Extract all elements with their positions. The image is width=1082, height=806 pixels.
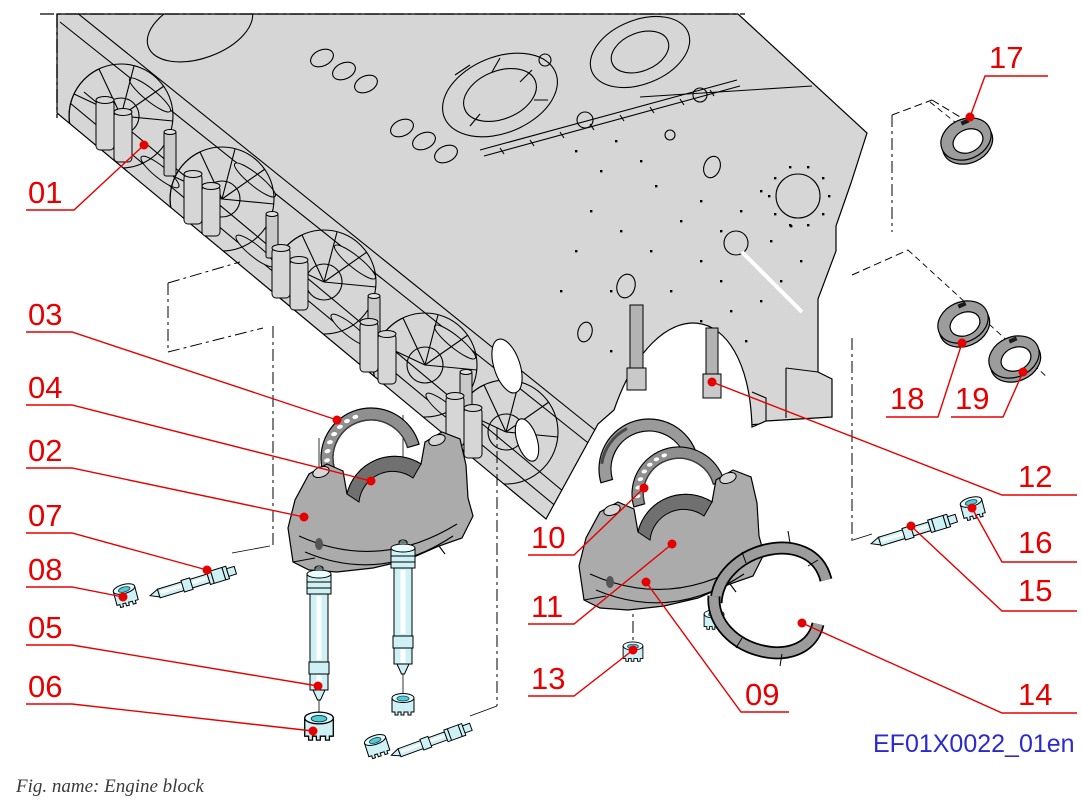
callout-12-label: 12 xyxy=(1018,459,1052,494)
callout-14-leader xyxy=(801,622,1077,714)
callout-16-label: 16 xyxy=(1018,525,1052,560)
callout-02-label: 02 xyxy=(28,433,62,468)
callout-03: 03 xyxy=(26,297,342,425)
callout-02-leader xyxy=(26,467,305,518)
callout-03-dot xyxy=(332,415,342,425)
callout-08-label: 08 xyxy=(28,552,62,587)
callout-11: 11 xyxy=(528,539,677,625)
block-arch-studs xyxy=(626,304,722,399)
callout-01: 01 xyxy=(26,140,149,211)
callout-01-leader xyxy=(26,144,145,211)
figure-caption: Fig. name: Engine block xyxy=(15,776,204,797)
callout-10-dot xyxy=(639,483,649,493)
callout-13: 13 xyxy=(528,645,638,697)
callout-09-leader xyxy=(645,581,789,713)
callout-17-dot xyxy=(965,112,975,122)
callout-11-dot xyxy=(667,539,677,549)
callout-01-dot xyxy=(139,140,149,150)
callout-07-dot xyxy=(202,565,212,575)
callout-05-leader xyxy=(26,644,319,687)
callouts: 01 03 04 02 07 08 05 xyxy=(26,40,1077,736)
callout-08: 08 xyxy=(26,552,128,602)
drawing-code: EF01X0022_01en xyxy=(873,730,1075,758)
callout-02: 02 xyxy=(26,433,309,522)
callout-12: 12 xyxy=(707,377,1077,496)
callout-04: 04 xyxy=(26,370,376,486)
callout-04-leader xyxy=(26,404,372,482)
callout-17-label: 17 xyxy=(989,40,1023,75)
callout-17-leader xyxy=(969,75,1048,118)
callout-11-leader xyxy=(528,543,673,625)
callout-18-dot xyxy=(957,338,967,348)
callout-14-dot xyxy=(797,618,807,628)
callout-16-leader xyxy=(971,507,1077,563)
bushing-ring-right xyxy=(981,327,1048,391)
engine-block-silhouette xyxy=(56,13,868,520)
callout-16: 16 xyxy=(967,503,1077,563)
callout-09: 09 xyxy=(641,577,789,713)
side-bolt-right xyxy=(868,511,959,551)
stud-left-rear xyxy=(390,539,416,675)
bottom-bolt xyxy=(388,720,474,763)
frame-cut-line xyxy=(40,13,745,118)
callout-16-dot xyxy=(967,503,977,513)
callout-05-dot xyxy=(313,681,323,691)
callout-19-leader xyxy=(951,371,1024,418)
callout-14-label: 14 xyxy=(1018,677,1052,712)
callout-07-leader xyxy=(26,532,208,571)
callout-13-label: 13 xyxy=(531,661,565,696)
callout-19-label: 19 xyxy=(955,381,989,416)
callout-07: 07 xyxy=(26,498,212,575)
callout-06-leader xyxy=(26,703,314,732)
callout-18-leader xyxy=(886,342,963,418)
callout-15: 15 xyxy=(906,521,1077,612)
callout-04-label: 04 xyxy=(28,370,62,405)
callout-15-dot xyxy=(906,521,916,531)
callout-01-label: 01 xyxy=(28,175,62,210)
callout-19: 19 xyxy=(951,367,1028,418)
callout-17: 17 xyxy=(965,40,1048,122)
callout-10: 10 xyxy=(528,483,649,556)
thrust-washer-halves xyxy=(707,530,833,667)
callout-04-dot xyxy=(366,476,376,486)
callout-12-leader xyxy=(711,381,1077,496)
callout-18: 18 xyxy=(886,338,967,418)
callout-05: 05 xyxy=(26,610,323,691)
callout-09-dot xyxy=(641,577,651,587)
callout-03-leader xyxy=(26,331,338,421)
side-bolt-left xyxy=(147,563,238,603)
callout-08-leader xyxy=(26,586,124,598)
callout-06-label: 06 xyxy=(28,669,62,704)
callout-13-dot xyxy=(628,645,638,655)
nut-bottom-bolt xyxy=(362,731,392,761)
callout-10-leader xyxy=(528,487,645,556)
callout-12-dot xyxy=(707,377,717,387)
callout-14: 14 xyxy=(797,618,1077,714)
callout-03-label: 03 xyxy=(28,297,62,332)
callout-02-dot xyxy=(299,512,309,522)
nut-under-rear-stud xyxy=(391,693,415,716)
callout-15-leader xyxy=(910,525,1077,612)
callout-06: 06 xyxy=(26,669,318,736)
stud-left-front xyxy=(306,565,332,701)
callout-08-dot xyxy=(118,592,128,602)
callout-18-label: 18 xyxy=(890,381,924,416)
engine-block xyxy=(40,13,868,520)
main-bearing-cap-left xyxy=(287,431,474,573)
callout-19-dot xyxy=(1018,367,1028,377)
nut-large xyxy=(304,711,334,741)
callout-07-label: 07 xyxy=(28,498,62,533)
callout-06-dot xyxy=(308,726,318,736)
callout-05-label: 05 xyxy=(28,610,62,645)
callout-11-label: 11 xyxy=(531,589,563,624)
block-rail-studs xyxy=(95,96,483,459)
callout-09-label: 09 xyxy=(745,677,779,712)
callout-10-label: 10 xyxy=(531,520,565,555)
callout-15-label: 15 xyxy=(1018,573,1052,608)
callout-13-leader xyxy=(528,649,634,697)
